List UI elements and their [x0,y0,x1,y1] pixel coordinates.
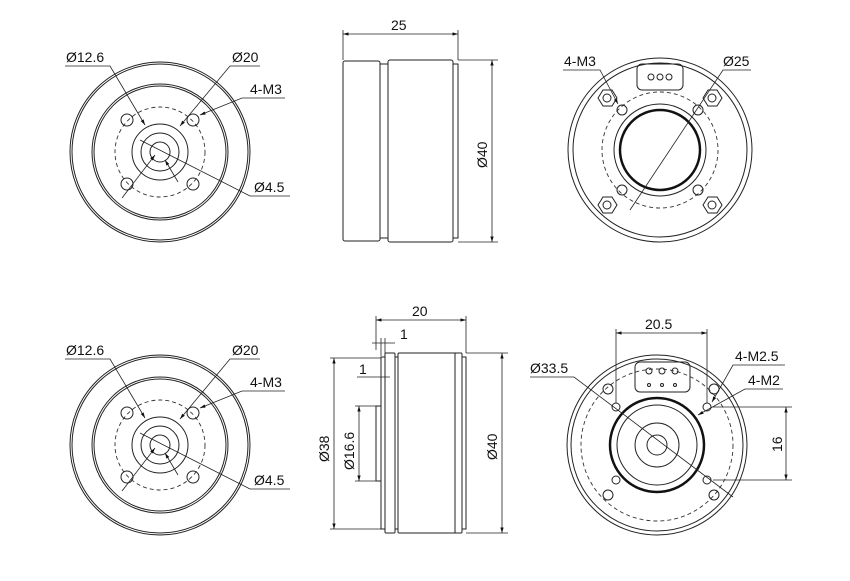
label-d20: Ø20 [232,49,259,65]
label-4-m2: 4-M2 [748,372,780,388]
label-d4-5: Ø4.5 [254,472,285,488]
connector-icon [634,361,691,393]
label-20-5: 20.5 [645,316,672,332]
front-view-bottom: Ø12.6 Ø20 4-M3 Ø4.5 [65,342,290,535]
label-d33-5: Ø33.5 [530,360,568,376]
label-4-m3: 4-M3 [250,374,282,390]
connector-icon [636,63,684,91]
hex-bolt-icon [597,89,723,214]
label-4-m2-5: 4-M2.5 [735,348,779,364]
label-d16-6: Ø16.6 [341,432,357,470]
side-view-top: 25 Ø40 [342,17,498,243]
label-length-25: 25 [391,17,407,33]
label-length-20: 20 [412,303,428,319]
label-d38: Ø38 [316,435,332,462]
side-view-bottom: 20 1 1 Ø38 Ø16.6 Ø40 [316,303,508,534]
front-view-top: Ø12.6 Ø20 4-M3 Ø4.5 [65,49,290,242]
label-d4-5: Ø4.5 [254,179,285,195]
label-d20: Ø20 [232,342,259,358]
label-step-1a: 1 [400,326,408,342]
label-4-m3: 4-M3 [250,81,282,97]
label-16: 16 [769,436,785,452]
label-d12-6: Ø12.6 [66,49,104,65]
label-d40: Ø40 [474,141,490,168]
rear-view-bottom: 20.5 16 Ø33.5 4-M2.5 4-M2 [530,316,792,536]
label-step-1b: 1 [359,361,367,377]
label-4-m3: 4-M3 [564,53,596,69]
label-d25: Ø25 [723,53,750,69]
rear-view-top: 4-M3 Ø25 [563,53,753,243]
label-d40: Ø40 [484,433,500,460]
label-d12-6: Ø12.6 [66,342,104,358]
